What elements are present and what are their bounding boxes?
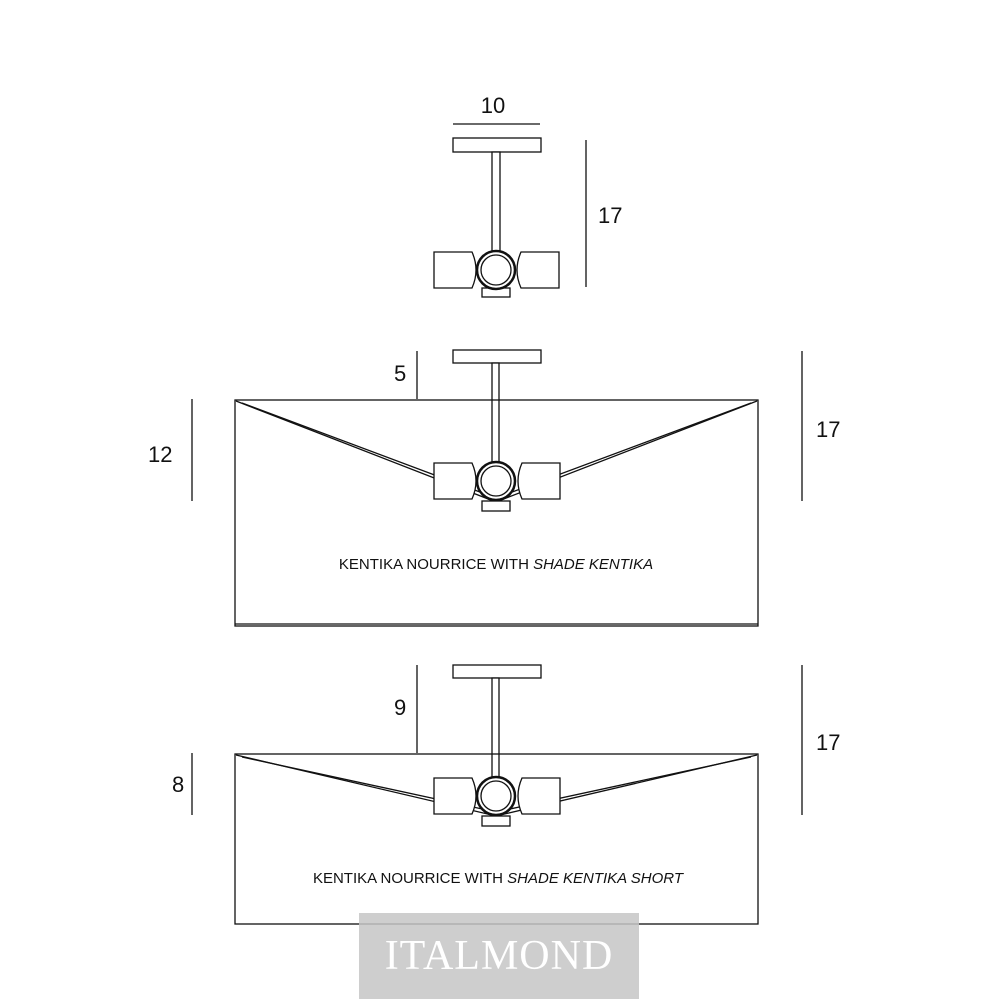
offset-dimension: 5 <box>394 361 406 386</box>
center-bulb-inner <box>480 254 512 286</box>
stem <box>491 677 500 779</box>
ceiling-canopy <box>452 137 542 153</box>
lamp-shade-left <box>433 251 477 289</box>
lamp-shade-left <box>433 462 477 500</box>
caption-short-shade: KENTIKA NOURRICE WITH SHADE KENTIKA SHOR… <box>313 870 685 887</box>
lamp-shade-right <box>517 777 561 815</box>
drum-shade <box>234 399 759 627</box>
ceiling-canopy <box>452 349 542 364</box>
fixture-with-shade <box>191 349 803 627</box>
stem <box>491 362 500 464</box>
height-dimension: 17 <box>598 203 622 228</box>
center-bulb-inner <box>480 780 512 812</box>
shade-height-dimension: 8 <box>172 772 184 797</box>
stem <box>491 151 501 253</box>
width-dimension: 10 <box>481 93 505 118</box>
bottom-cap <box>481 500 511 512</box>
ceiling-canopy <box>452 664 542 679</box>
watermark-logo: ITALMOND <box>359 913 639 999</box>
lamp-shade-right <box>516 251 560 289</box>
total-height-dimension: 17 <box>816 417 840 442</box>
total-height-dimension: 17 <box>816 730 840 755</box>
fixture-standalone <box>433 123 587 298</box>
lamp-shade-right <box>517 462 561 500</box>
lamp-shade-left <box>433 777 477 815</box>
caption-shade: KENTIKA NOURRICE WITH SHADE KENTIKA <box>339 556 653 573</box>
center-bulb-inner <box>480 465 512 497</box>
shade-height-dimension: 12 <box>148 442 172 467</box>
offset-dimension: 9 <box>394 695 406 720</box>
bottom-cap <box>481 815 511 827</box>
